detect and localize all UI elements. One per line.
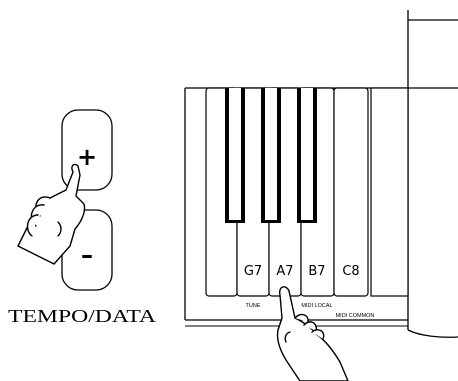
key-label: A7 xyxy=(276,264,293,279)
plus-button-label: + xyxy=(77,143,97,171)
key-label: C8 xyxy=(342,264,359,279)
tempo-data-control: + – TEMPO/DATA xyxy=(8,109,156,326)
pointing-hand-icon xyxy=(17,163,86,265)
black-key-a-sharp7[interactable] xyxy=(297,88,317,223)
black-key-f-sharp7[interactable] xyxy=(225,88,245,223)
pointing-hand-icon xyxy=(276,286,349,381)
key-label: B7 xyxy=(308,264,325,279)
minus-button-label: – xyxy=(81,241,93,269)
keyboard: G7 A7 B7 C8 TUNE M MIDI LOCAL MIDI COMMO… xyxy=(184,10,458,338)
function-label-tune: TUNE xyxy=(246,303,261,309)
function-label-midi-local: MIDI LOCAL xyxy=(301,303,332,309)
key-cheek-right xyxy=(370,87,409,297)
black-key-g-sharp7[interactable] xyxy=(261,88,281,223)
function-label-midi-common: MIDI COMMON xyxy=(336,313,375,319)
white-key-c8[interactable] xyxy=(333,87,369,297)
tempo-data-caption: TEMPO/DATA xyxy=(8,306,156,326)
key-label: G7 xyxy=(244,264,262,279)
